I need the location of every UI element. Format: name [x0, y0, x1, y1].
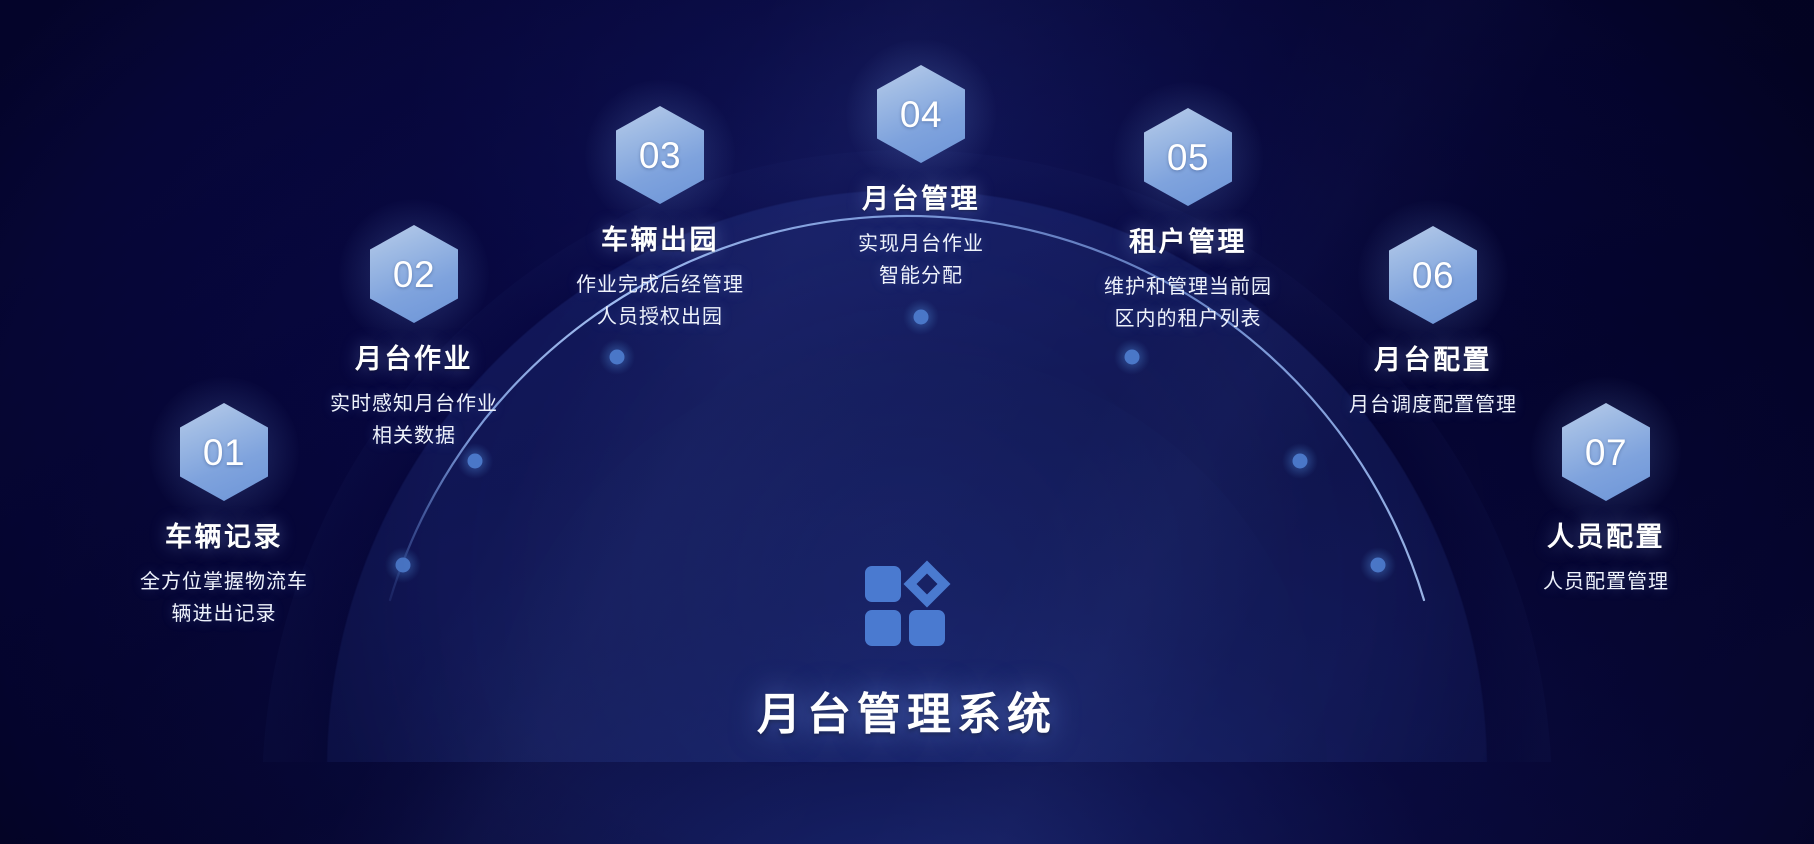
arc-dot[interactable] [913, 309, 929, 325]
page-title: 月台管理系统 [757, 690, 1057, 739]
node-desc-line: 实现月台作业 [858, 233, 984, 255]
hex-badge[interactable]: 05 [1113, 82, 1263, 232]
node-desc-line: 作业完成后经管理 [576, 274, 744, 296]
arc-dot-halo [599, 339, 635, 375]
node-desc-line: 智能分配 [879, 265, 963, 288]
arc-dot[interactable] [609, 349, 625, 365]
node-desc-line: 相关数据 [372, 425, 456, 448]
node-number: 02 [392, 253, 436, 295]
hexagon-icon: 04 [877, 65, 965, 163]
hexagon-icon: 01 [180, 403, 268, 501]
node-desc-line: 辆进出记录 [171, 603, 277, 626]
node-desc-line: 全方位掌握物流车 [140, 571, 308, 593]
node-number: 01 [202, 431, 246, 473]
node-number: 06 [1411, 254, 1455, 296]
node-06[interactable]: 06 月台配置 月台调度配置管理 [1253, 200, 1613, 421]
arc-dot-halo [903, 299, 939, 335]
node-description: 维护和管理当前园区内的租户列表 [1008, 271, 1368, 336]
node-number: 07 [1584, 431, 1628, 473]
node-description: 全方位掌握物流车辆进出记录 [44, 566, 404, 631]
hex-badge[interactable]: 06 [1358, 200, 1508, 350]
node-desc-line: 人员配置管理 [1543, 571, 1669, 593]
node-title: 租户管理 [1129, 227, 1247, 257]
hex-badge[interactable]: 01 [149, 377, 299, 527]
arc-dot[interactable] [467, 453, 483, 469]
arc-dot[interactable] [1124, 349, 1140, 365]
node-description: 作业完成后经管理人员授权出园 [480, 269, 840, 334]
node-title: 月台作业 [355, 344, 473, 374]
grid-diamond-logo-icon [861, 560, 953, 652]
hex-badge[interactable]: 03 [585, 80, 735, 230]
hex-badge[interactable]: 04 [846, 39, 996, 189]
arc-dot-halo [1360, 547, 1396, 583]
node-desc-line: 人员授权出园 [597, 306, 723, 329]
node-number: 05 [1166, 136, 1210, 178]
node-desc-line: 维护和管理当前园 [1104, 276, 1272, 298]
arc-dot-halo [1282, 443, 1318, 479]
node-03[interactable]: 03 车辆出园 作业完成后经管理人员授权出园 [480, 80, 840, 334]
node-01[interactable]: 01 车辆记录 全方位掌握物流车辆进出记录 [44, 377, 404, 631]
node-description: 月台调度配置管理 [1253, 389, 1613, 421]
node-number: 03 [638, 134, 682, 176]
hex-badge[interactable]: 07 [1531, 377, 1681, 527]
arc-dot[interactable] [1292, 453, 1308, 469]
node-title: 车辆记录 [165, 522, 283, 552]
node-number: 04 [899, 93, 943, 135]
node-07[interactable]: 07 人员配置 人员配置管理 [1426, 377, 1786, 598]
node-04[interactable]: 04 月台管理 实现月台作业智能分配 [741, 39, 1101, 293]
node-title: 人员配置 [1547, 522, 1665, 552]
node-desc-line: 实时感知月台作业 [330, 393, 498, 415]
node-description: 实现月台作业智能分配 [741, 228, 1101, 293]
node-description: 人员配置管理 [1426, 566, 1786, 598]
arc-dot[interactable] [1370, 557, 1386, 573]
node-description: 实时感知月台作业相关数据 [234, 388, 594, 453]
node-02[interactable]: 02 月台作业 实时感知月台作业相关数据 [234, 199, 594, 453]
node-title: 月台管理 [862, 184, 980, 214]
hex-badge[interactable]: 02 [339, 199, 489, 349]
node-title: 车辆出园 [601, 225, 719, 255]
arc-dot-halo [1114, 339, 1150, 375]
node-title: 月台配置 [1374, 345, 1492, 375]
hexagon-icon: 03 [616, 106, 704, 204]
brand-block: 月台管理系统 [587, 560, 1227, 742]
node-desc-line: 区内的租户列表 [1114, 308, 1262, 331]
node-05[interactable]: 05 租户管理 维护和管理当前园区内的租户列表 [1008, 82, 1368, 336]
node-desc-line: 月台调度配置管理 [1349, 394, 1517, 416]
